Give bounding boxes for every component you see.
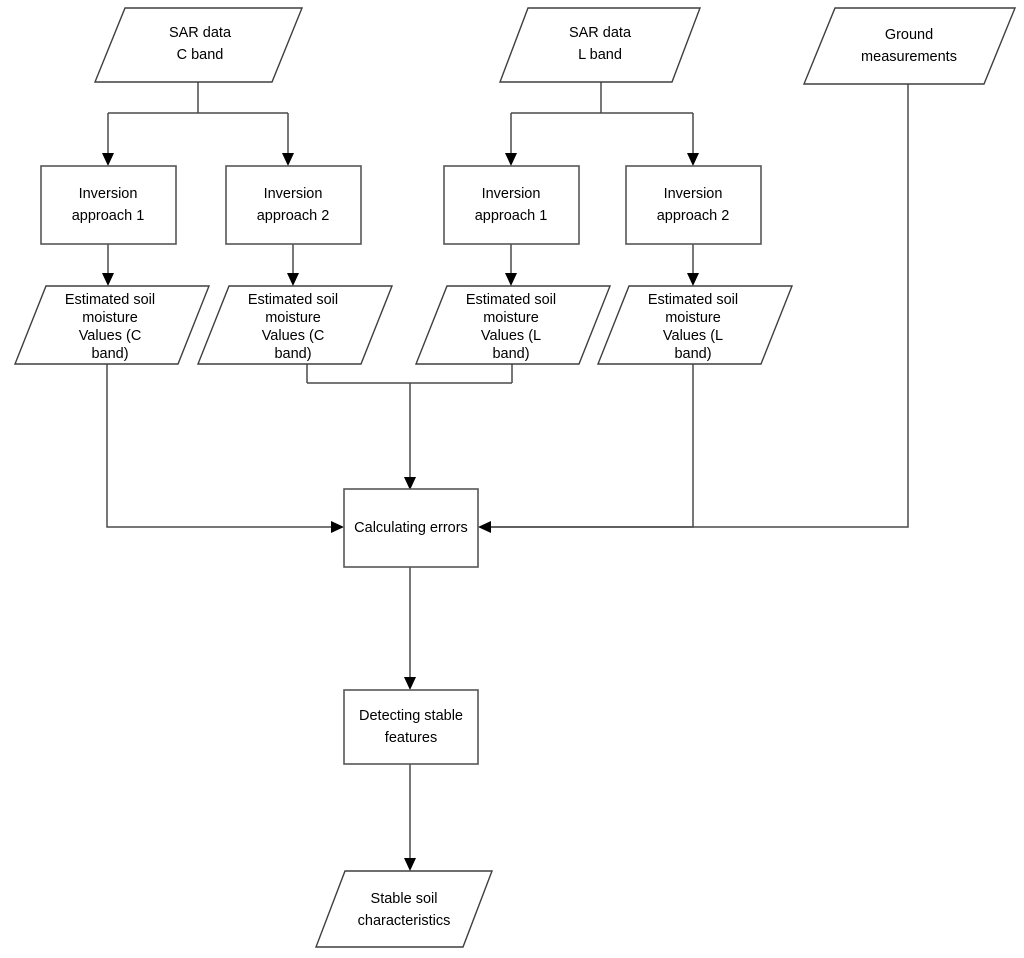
node-label-line1: Estimated soil [248, 292, 338, 308]
node-label-line4: band) [674, 346, 711, 362]
arrow-merge-to-calc-top [404, 477, 416, 490]
edge-sarc-split [107, 82, 289, 155]
node-label-line1: Calculating errors [354, 520, 468, 536]
node-inversion-approach-2-l[interactable]: Inversion approach 2 [625, 165, 762, 245]
rectangle-shape [343, 488, 479, 568]
node-label-line2: measurements [861, 49, 957, 65]
arrow-invl2-to-estl2 [687, 273, 699, 286]
node-label-line2: features [385, 730, 437, 746]
node-ground-measurements[interactable]: Ground measurements [802, 7, 1017, 85]
node-calculating-errors[interactable]: Calculating errors [343, 488, 479, 568]
arrow-invl1-to-estl1 [505, 273, 517, 286]
edge-estc1-to-calc [106, 364, 332, 528]
node-label-line2: moisture [82, 310, 138, 326]
arrow-detect-to-stable [404, 858, 416, 871]
node-sar-data-c-band[interactable]: SAR data C band [93, 7, 304, 83]
node-label-line2: L band [578, 47, 622, 63]
node-label-line2: approach 1 [475, 208, 548, 224]
node-label-line1: Inversion [264, 186, 323, 202]
edge-ground-to-calc [490, 84, 909, 528]
parallelogram-shape [314, 870, 494, 948]
node-label-line3: Values (L [481, 328, 541, 344]
node-label-line1: Stable soil [371, 891, 438, 907]
rectangle-shape [625, 165, 762, 245]
node-label-line4: band) [274, 346, 311, 362]
node-label-line1: Estimated soil [648, 292, 738, 308]
node-label-line2: approach 2 [257, 208, 330, 224]
arrow-sarl-to-inv2 [687, 153, 699, 166]
arrow-calc-to-detect [404, 677, 416, 690]
node-label-line3: Values (C [79, 328, 142, 344]
edge-estl2-to-calc [490, 364, 694, 528]
node-label-line1: Estimated soil [466, 292, 556, 308]
arrow-right-to-calc [478, 521, 491, 533]
node-estimated-soil-moisture-l-1[interactable]: Estimated soil moisture Values (L band) [414, 285, 612, 365]
rectangle-shape [225, 165, 362, 245]
node-detecting-stable-features[interactable]: Detecting stable features [343, 689, 479, 765]
node-label-line1: Inversion [482, 186, 541, 202]
arrow-estc1-to-calc [331, 521, 344, 533]
parallelogram-shape [93, 7, 304, 83]
arrow-invc2-to-estc2 [287, 273, 299, 286]
node-label-line2: characteristics [358, 913, 451, 929]
parallelogram-shape [13, 285, 211, 365]
node-stable-soil-characteristics[interactable]: Stable soil characteristics [314, 870, 494, 948]
node-label-line2: approach 2 [657, 208, 730, 224]
parallelogram-shape [414, 285, 612, 365]
rectangle-shape [40, 165, 177, 245]
edge-estc2-estl1-merge-to-calc [306, 364, 513, 478]
node-estimated-soil-moisture-l-2[interactable]: Estimated soil moisture Values (L band) [596, 285, 794, 365]
node-estimated-soil-moisture-c-2[interactable]: Estimated soil moisture Values (C band) [196, 285, 394, 365]
node-label-line3: Values (L [663, 328, 723, 344]
node-estimated-soil-moisture-c-1[interactable]: Estimated soil moisture Values (C band) [13, 285, 211, 365]
node-label-line1: Inversion [79, 186, 138, 202]
parallelogram-shape [196, 285, 394, 365]
node-sar-data-l-band[interactable]: SAR data L band [498, 7, 702, 83]
node-inversion-approach-1-c[interactable]: Inversion approach 1 [40, 165, 177, 245]
parallelogram-shape [802, 7, 1017, 85]
node-label-line2: moisture [665, 310, 721, 326]
arrow-sarc-to-inv1 [102, 153, 114, 166]
node-label-line1: Inversion [664, 186, 723, 202]
rectangle-shape [443, 165, 580, 245]
node-label-line2: moisture [483, 310, 539, 326]
node-inversion-approach-2-c[interactable]: Inversion approach 2 [225, 165, 362, 245]
node-label-line4: band) [91, 346, 128, 362]
node-label-line2: approach 1 [72, 208, 145, 224]
parallelogram-shape [498, 7, 702, 83]
node-label-line2: C band [177, 47, 224, 63]
node-label-line1: Detecting stable [359, 708, 463, 724]
node-label-line3: Values (C [262, 328, 325, 344]
parallelogram-shape [596, 285, 794, 365]
node-label-line2: moisture [265, 310, 321, 326]
node-label-line1: Estimated soil [65, 292, 155, 308]
arrow-sarc-to-inv2 [282, 153, 294, 166]
rectangle-shape [343, 689, 479, 765]
node-label-line1: SAR data [169, 25, 232, 41]
node-label-line1: SAR data [569, 25, 632, 41]
connectors-layer [102, 82, 909, 871]
node-label-line4: band) [492, 346, 529, 362]
arrow-sarl-to-inv1 [505, 153, 517, 166]
node-label-line1: Ground [885, 27, 933, 43]
arrow-invc1-to-estc1 [102, 273, 114, 286]
node-inversion-approach-1-l[interactable]: Inversion approach 1 [443, 165, 580, 245]
edge-sarl-split [510, 82, 694, 155]
